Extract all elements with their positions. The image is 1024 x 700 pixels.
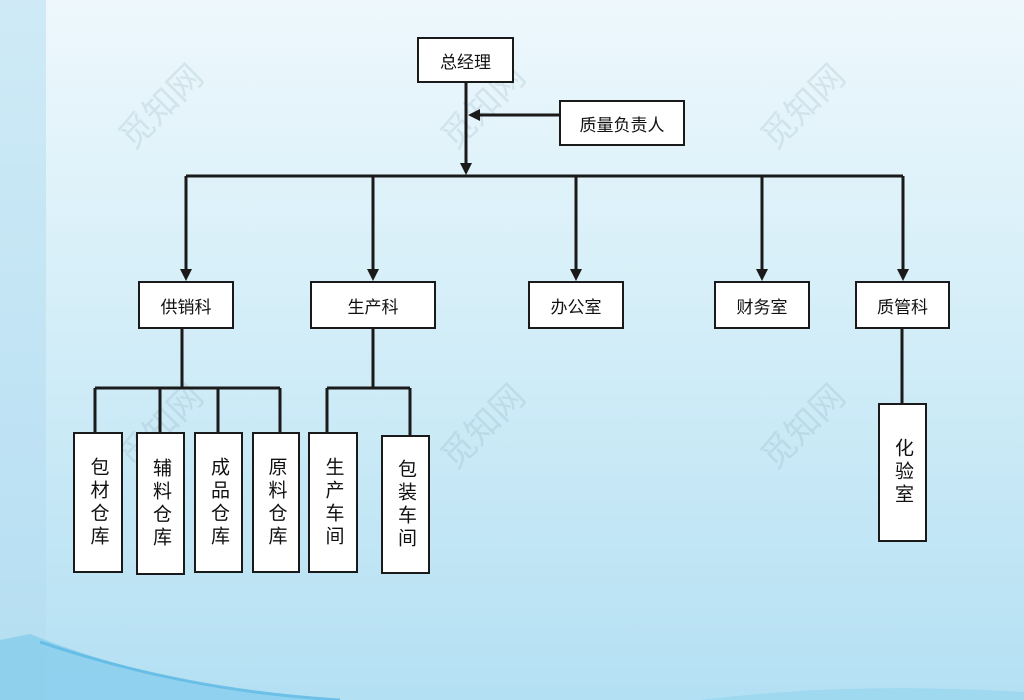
node-auxiliary-warehouse: 辅料仓库 bbox=[136, 432, 185, 575]
node-dept-office: 办公室 bbox=[528, 281, 624, 329]
node-dept-finance: 财务室 bbox=[714, 281, 810, 329]
node-raw-warehouse: 原料仓库 bbox=[252, 432, 300, 573]
node-packaging-warehouse: 包材仓库 bbox=[73, 432, 123, 573]
node-dept-qc: 质管科 bbox=[855, 281, 950, 329]
node-finished-warehouse: 成品仓库 bbox=[194, 432, 243, 573]
node-general-manager: 总经理 bbox=[417, 37, 514, 83]
node-packing-workshop: 包装车间 bbox=[381, 435, 430, 574]
node-quality-officer: 质量负责人 bbox=[559, 100, 685, 146]
node-dept-production: 生产科 bbox=[310, 281, 436, 329]
node-dept-supply: 供销科 bbox=[138, 281, 234, 329]
node-production-workshop: 生产车间 bbox=[308, 432, 358, 573]
node-lab: 化验室 bbox=[878, 403, 927, 542]
left-decor-band bbox=[0, 0, 46, 700]
bottom-wave-decor bbox=[0, 634, 1024, 700]
